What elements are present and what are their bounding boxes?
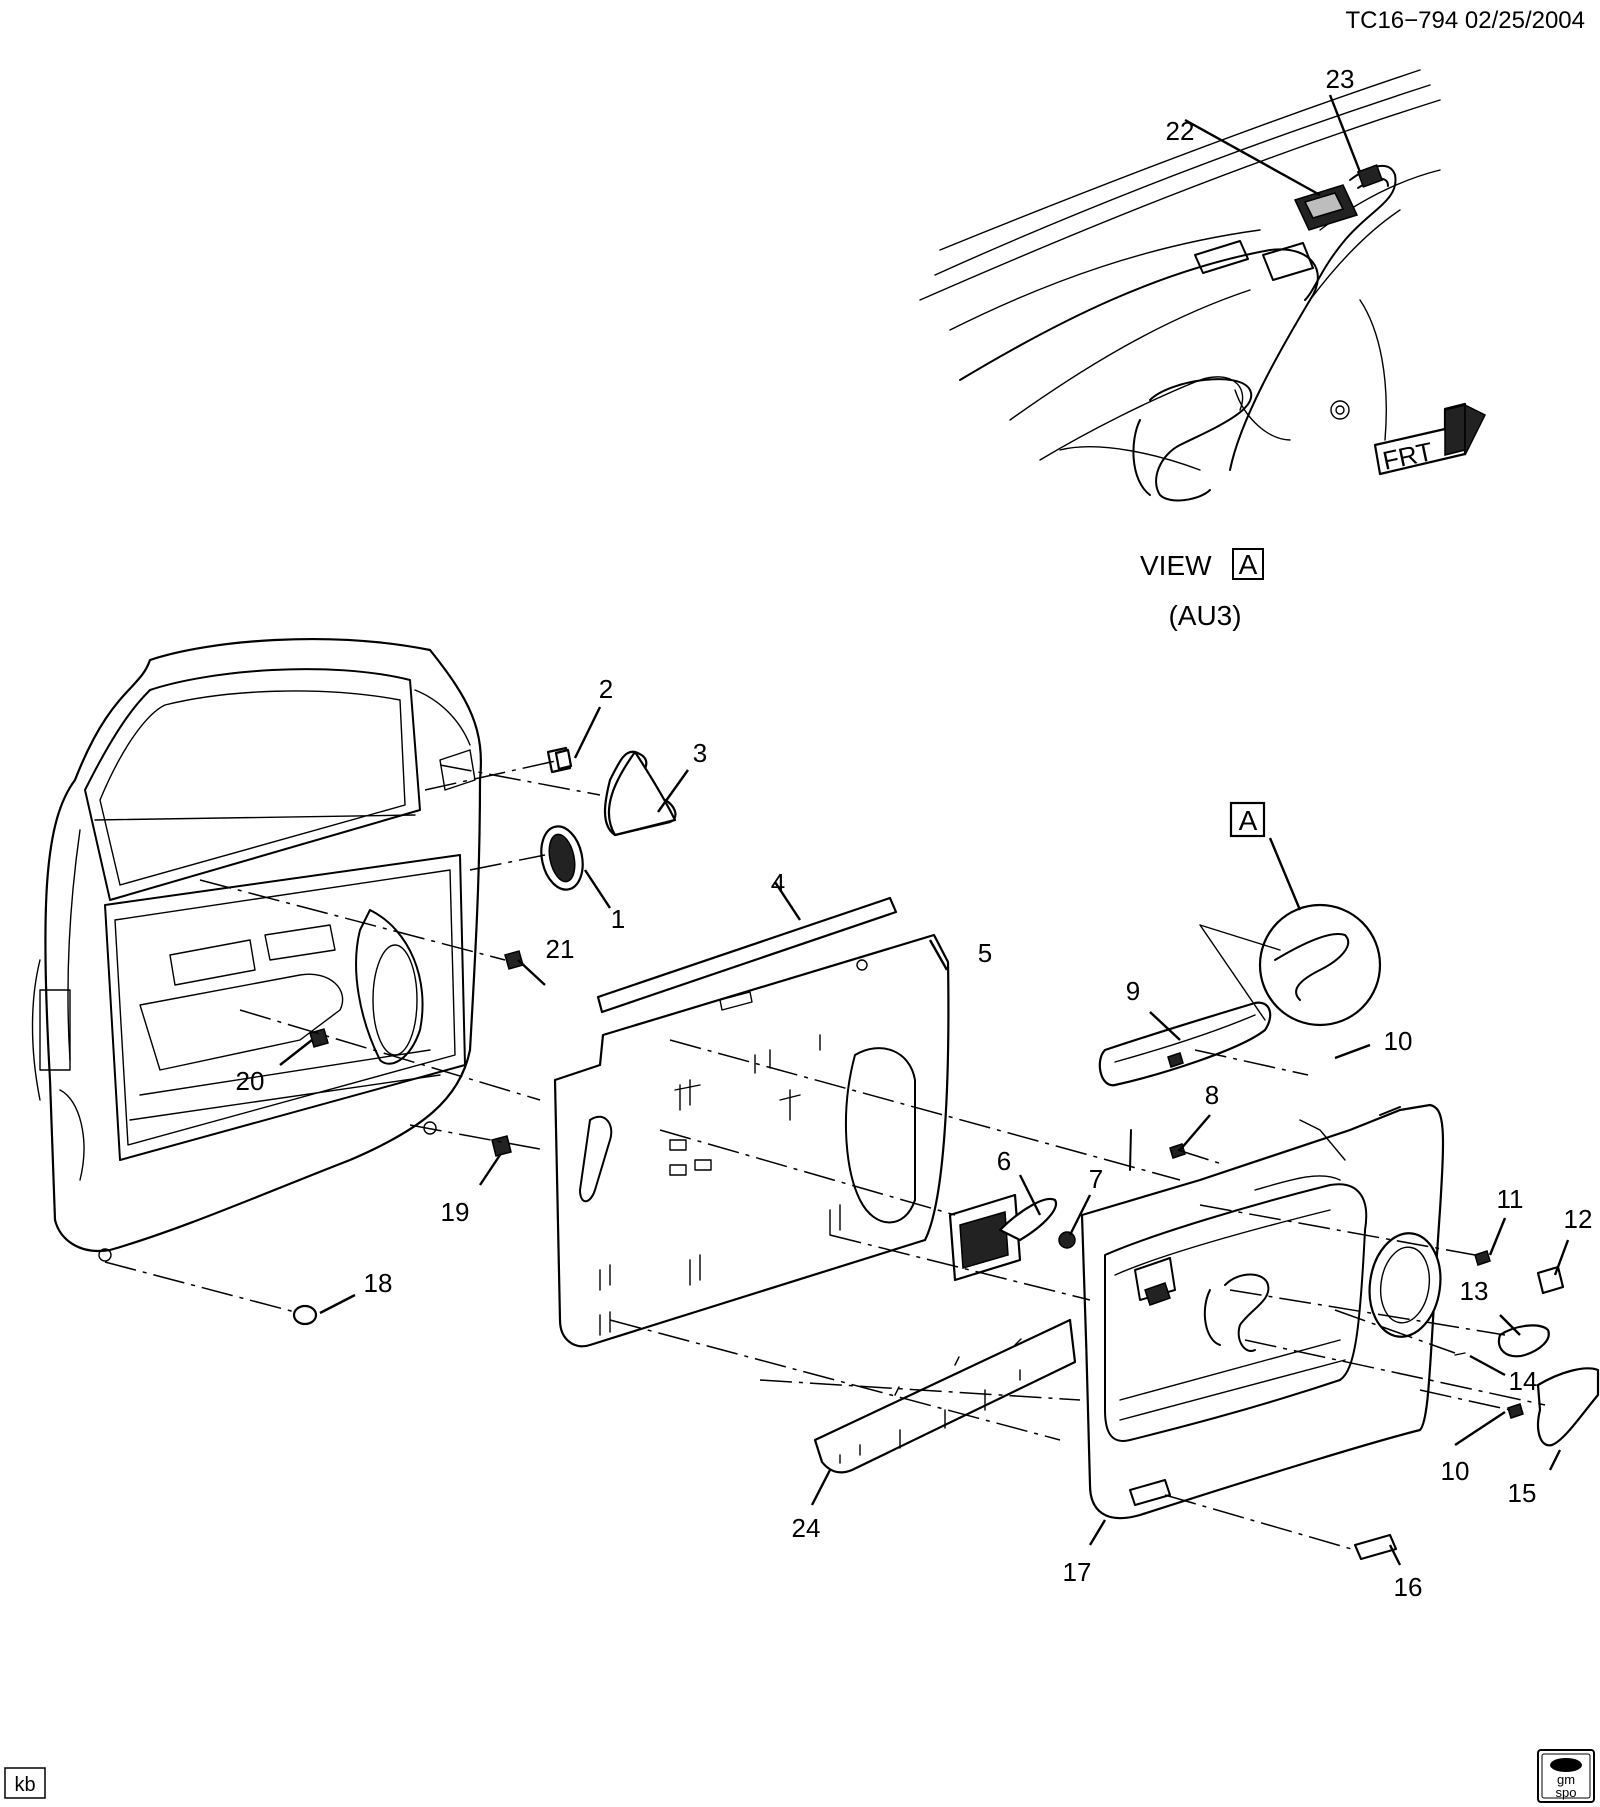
callout-10-upper: 10 [1384,1026,1413,1056]
view-tag-box [1232,548,1264,580]
part-10-screw-lower [1507,1403,1524,1419]
part-9-armrest [1098,1001,1272,1087]
callout-23: 23 [1326,64,1355,94]
callout-5: 5 [978,938,992,968]
view-a-inset: FRT [919,69,1487,502]
callout-6: 6 [997,1146,1011,1176]
callout-13: 13 [1460,1276,1489,1306]
callout-9: 9 [1126,976,1140,1006]
callout-3: 3 [693,738,707,768]
part-14-pin [1454,1352,1466,1356]
part-18-plug [292,1304,318,1326]
part-7-screw [1058,1231,1076,1249]
view-a-callout-leader [1268,837,1302,911]
part-1-tweeter-speaker [540,825,584,891]
logo-text-line2: spo [1556,1785,1577,1800]
part-15-bezel [1536,1367,1600,1447]
part-17-door-trim-panel [1080,1103,1445,1520]
callout-15: 15 [1508,1478,1537,1508]
view-a-callout-tag: A [1239,805,1258,836]
callout-11: 11 [1497,1184,1524,1214]
detail-handle-sketch [1274,933,1350,1001]
footer-tag: kb [14,1774,35,1796]
callout-21: 21 [546,934,575,964]
part-19-fastener [491,1135,512,1157]
part-6-inside-handle [948,1193,1058,1282]
callout-14: 14 [1509,1366,1538,1396]
callout-leader-lines [279,94,1570,1566]
callout-1: 1 [611,904,625,934]
callout-numbers: 1 2 3 4 5 6 7 8 9 10 10 11 12 13 14 15 1… [236,64,1593,1602]
part-24-lower-trim-strip [813,1318,1077,1474]
view-tag: A [1239,549,1258,580]
footer-tag-box [4,1767,46,1799]
callout-18: 18 [364,1268,393,1298]
detail-guide-lines [1199,924,1281,1021]
gm-spo-logo: gm spo [1537,1749,1595,1803]
view-option-code: (AU3) [1168,600,1241,631]
part-20-fastener [309,1028,329,1048]
part-3-mirror-cover [603,750,677,837]
part-16-cover [1353,1533,1398,1561]
view-a-detail-circle [1258,903,1382,1027]
part-4-weatherstrip [596,896,898,1014]
view-a-callout-box [1229,801,1266,838]
callout-2: 2 [599,674,613,704]
logo-text-line1: gm [1557,1772,1575,1787]
callout-7: 7 [1089,1164,1103,1194]
callout-10-lower: 10 [1441,1456,1470,1486]
part-13-handle-cap [1497,1324,1550,1358]
assembly-dashed-lines [104,759,1546,1551]
part-11-screw [1474,1250,1491,1266]
callout-24: 24 [792,1513,821,1543]
front-direction-arrow: FRT [1373,402,1487,476]
door-frame [31,638,482,1262]
callout-19: 19 [441,1197,470,1227]
part-5-water-deflector [553,933,950,1348]
view-title: VIEW [1140,550,1212,581]
callout-20: 20 [236,1066,265,1096]
callout-22: 22 [1166,116,1195,146]
part-2-clip [546,746,573,774]
callout-17: 17 [1063,1557,1092,1587]
part-10-screw-upper [1167,1052,1184,1068]
callout-4: 4 [771,868,785,898]
diagram-code-header: TC16−794 02/25/2004 [1345,7,1585,34]
callout-16: 16 [1394,1572,1423,1602]
part-12-switch [1536,1265,1565,1295]
callout-12: 12 [1564,1204,1593,1234]
callout-8: 8 [1205,1080,1219,1110]
part-21-fastener [504,950,524,970]
